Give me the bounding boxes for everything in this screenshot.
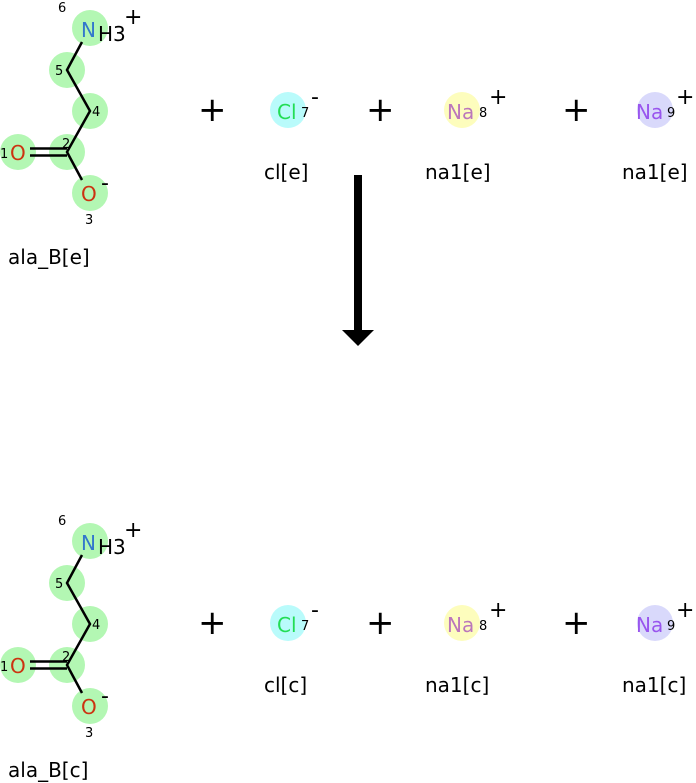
plus-sign: + [562,90,591,130]
o-charge: - [101,171,109,196]
h3-label: H3 [98,535,126,559]
atom-number-5: 5 [55,64,63,79]
plus-sign: + [562,603,591,643]
na-name: na1[c] [425,673,489,697]
n-charge: + [124,518,142,543]
alanine-molecule: N H3 + 6 5 4 2 1 O O - 3 ala_B[c] [0,514,142,782]
na-name: na1[e] [425,160,491,184]
na-index: 9 [667,106,675,121]
plus-sign: + [198,603,227,643]
cl-index: 7 [301,106,309,121]
na-symbol: Na [447,613,474,637]
reactants-row: N H3 + 6 5 4 2 1 O O - 3 ala_B[e] + Cl 7… [0,1,694,269]
na-charge: + [676,85,694,110]
n-charge: + [124,5,142,30]
na-symbol: Na [447,100,474,124]
na-symbol: Na [636,100,663,124]
nitrogen-label: N [81,531,96,555]
plus-sign: + [366,603,395,643]
na-charge: + [489,598,507,623]
na-index: 8 [479,106,487,121]
products-row: N H3 + 6 5 4 2 1 O O - 3 ala_B[c] + Cl 7… [0,514,694,782]
atom-number-6: 6 [58,1,66,16]
cl-name: cl[c] [264,673,307,697]
sodium-ion-9: Na 9 + na1[e] [622,85,694,184]
alanine-molecule: N H3 + 6 5 4 2 1 O O - 3 ala_B[e] [0,1,142,269]
cl-charge: - [311,598,319,623]
cl-charge: - [311,85,319,110]
sodium-ion-8: Na 8 + na1[e] [425,85,507,184]
cl-symbol: Cl [277,100,297,124]
atom-number-5: 5 [55,577,63,592]
atom-number-3: 3 [85,213,93,228]
cl-symbol: Cl [277,613,297,637]
atom-number-6: 6 [58,514,66,529]
atom-number-2: 2 [62,650,70,665]
oxygen-label-3: O [81,182,97,206]
alanine-name: ala_B[c] [8,758,88,782]
atom-number-4: 4 [92,105,100,120]
sodium-ion-9: Na 9 + na1[c] [622,598,694,697]
na-index: 8 [479,619,487,634]
oxygen-label-3: O [81,695,97,719]
na-symbol: Na [636,613,663,637]
na-charge: + [489,85,507,110]
cl-name: cl[e] [264,160,308,184]
plus-sign: + [366,90,395,130]
chloride-ion: Cl 7 - cl[c] [264,598,319,697]
o-charge: - [101,684,109,709]
h3-label: H3 [98,22,126,46]
na-name: na1[e] [622,160,688,184]
atom-number-4: 4 [92,618,100,633]
cl-index: 7 [301,619,309,634]
na-name: na1[c] [622,673,686,697]
nitrogen-label: N [81,18,96,42]
oxygen-label-1: O [10,654,26,678]
alanine-name: ala_B[e] [8,245,90,269]
oxygen-label-1: O [10,141,26,165]
atom-number-1: 1 [0,660,8,675]
na-charge: + [676,598,694,623]
sodium-ion-8: Na 8 + na1[c] [425,598,507,697]
reaction-arrow [342,175,374,346]
atom-number-2: 2 [62,137,70,152]
atom-number-3: 3 [85,726,93,741]
atom-number-1: 1 [0,147,8,162]
plus-sign: + [198,90,227,130]
na-index: 9 [667,619,675,634]
chloride-ion: Cl 7 - cl[e] [264,85,319,184]
